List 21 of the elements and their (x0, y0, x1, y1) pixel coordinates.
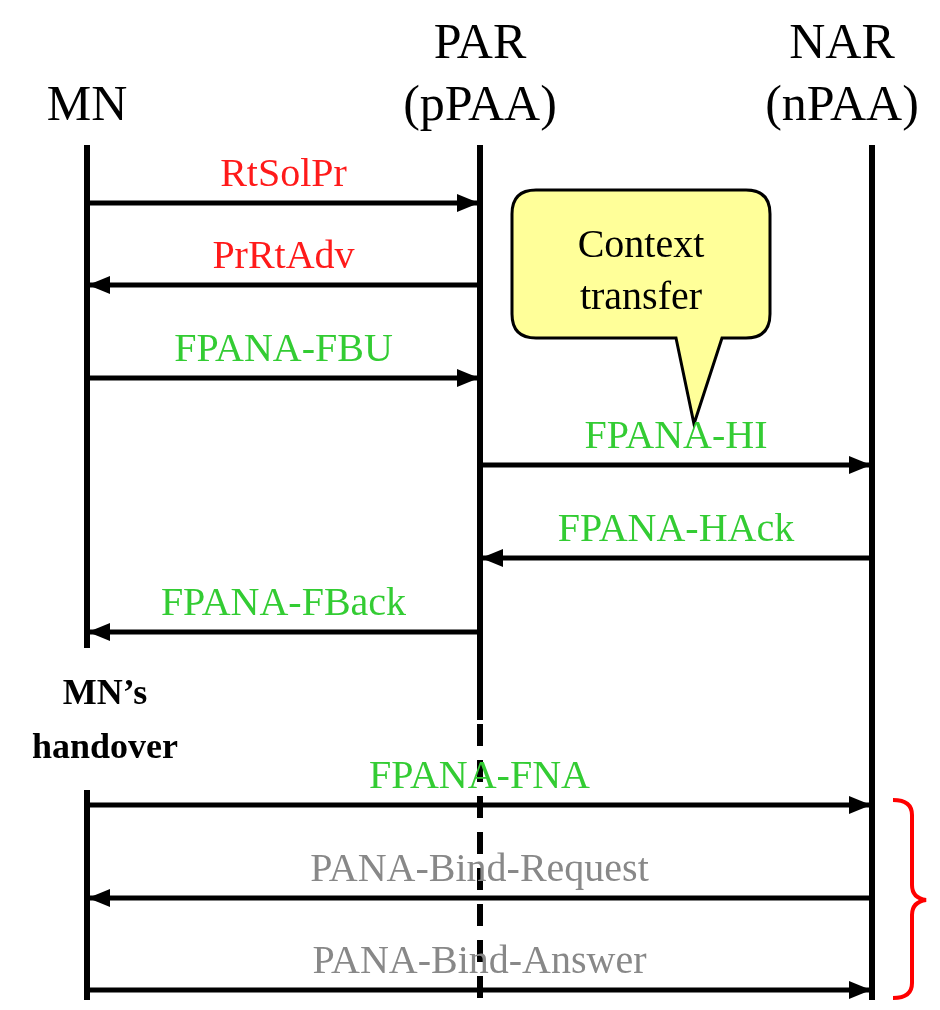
arrow (90, 796, 871, 814)
arrow (88, 623, 477, 641)
note-text: MN’s handover (31, 671, 179, 768)
participant-label: NAR (nPAA) (764, 12, 920, 133)
arrow (88, 276, 477, 294)
message-label: PANA-Bind-Answer (311, 938, 648, 982)
arrow (90, 194, 479, 212)
arrow (88, 889, 869, 907)
message-label: FPANA-FBU (173, 326, 394, 370)
arrow (483, 456, 871, 474)
arrow (481, 549, 869, 567)
message-label: PANA-Bind-Request (309, 846, 650, 890)
message-label: FPANA-HAck (556, 506, 796, 550)
participant-label: MN (45, 74, 129, 133)
message-label: PrRtAdv (211, 233, 356, 277)
arrow (90, 369, 479, 387)
participant-label: PAR (pPAA) (402, 12, 558, 133)
message-label: RtSolPr (219, 151, 348, 195)
arrow (90, 981, 871, 999)
message-label: FPANA-FNA (368, 753, 591, 797)
message-label: FPANA-FBack (159, 580, 408, 624)
